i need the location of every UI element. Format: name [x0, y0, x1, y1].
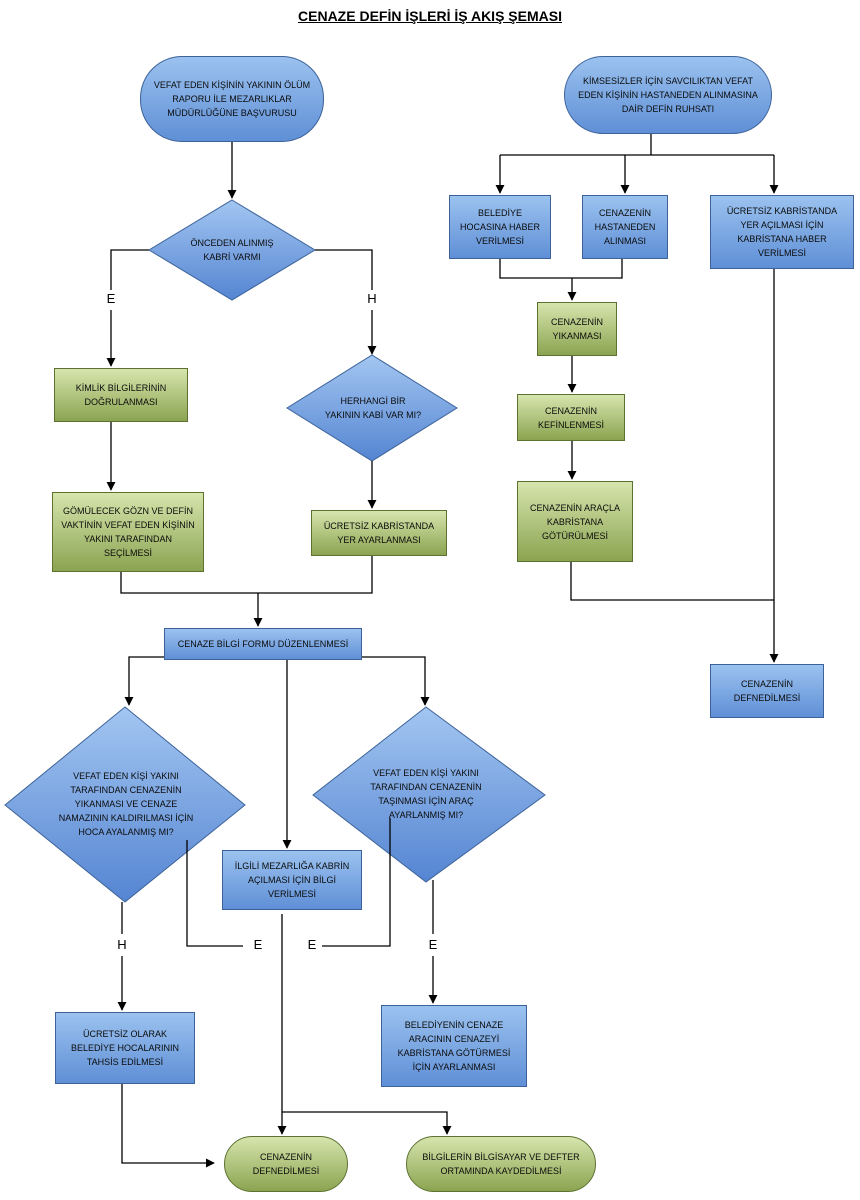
decision-wash-shape — [4, 706, 246, 903]
branch-yes-label: E — [106, 291, 116, 306]
decision-wash-text: VEFAT EDEN KİŞİ YAKINI TARAFINDAN CENAZE… — [58, 771, 194, 837]
branch-yes-label-2: E — [253, 937, 263, 952]
branch-no-label: H — [367, 291, 377, 306]
end-records: BİLGİLERİN BİLGİSAYAR VE DEFTER ORTAMIND… — [406, 1136, 596, 1192]
decision-grave-text: ÖNCEDEN ALINMIŞ KABRİ VARMI — [190, 238, 274, 262]
buried-right-box: CENAZENİN DEFNEDİLMESİ — [710, 664, 824, 718]
free-hoca-box: ÜCRETSİZ OLARAK BELEDİYE HOCALARININ TAH… — [55, 1012, 195, 1084]
branch-yes-label-3: E — [307, 937, 317, 952]
start-unclaimed: KİMSESİZLER İÇİN SAVCILIKTAN VEFAT EDEN … — [564, 56, 772, 134]
branch-no-label-2: H — [117, 937, 127, 952]
transport-box: CENAZENİN ARAÇLA KABRİSTANA GÖTÜRÜLMESİ — [517, 481, 633, 562]
washing-box: CENAZENİN YIKANMASI — [537, 302, 617, 356]
page-title: CENAZE DEFİN İŞLERİ İŞ AKIŞ ŞEMASI — [298, 8, 562, 24]
decision-vehicle-shape — [312, 706, 546, 883]
cemetery-inform-box: İLGİLİ MEZARLIĞA KABRİN AÇILMASI İÇİN Bİ… — [222, 850, 362, 910]
info-form-box: CENAZE BİLGİ FORMU DÜZENLENMESİ — [164, 628, 362, 660]
hospital-pickup-box: CENAZENİN HASTANEDEN ALINMASI — [582, 195, 668, 259]
notify-cemetery-box: ÜCRETSİZ KABRİSTANDA YER AÇILMASI İÇİN K… — [710, 195, 854, 269]
end-buried-left: CENAZENİN DEFNEDİLMESİ — [224, 1136, 348, 1192]
municipal-vehicle-box: BELEDİYENİN CENAZE ARACININ CENAZEYİ KAB… — [381, 1005, 527, 1087]
decision-grave-shape — [148, 199, 316, 301]
burial-selection-box: GÖMÜLECEK GÖZN VE DEFİN VAKTİNİN VEFAT E… — [52, 492, 204, 572]
free-place-box: ÜCRETSİZ KABRİSTANDA YER AYARLANMASI — [311, 510, 447, 556]
shrouding-box: CENAZENİN KEFİNLENMESİ — [517, 394, 625, 441]
start-application: VEFAT EDEN KİŞİNİN YAKININ ÖLÜM RAPORU İ… — [140, 56, 324, 142]
branch-yes-label-4: E — [428, 937, 438, 952]
decision-relative-text: HERHANGİ BİR YAKININ KABİ VAR MI? — [324, 396, 422, 420]
notify-hoca-box: BELEDİYE HOCASINA HABER VERİLMESİ — [449, 195, 551, 259]
decision-vehicle-text: VEFAT EDEN KİŞİ YAKINI TARAFINDAN CENAZE… — [370, 768, 482, 820]
identity-check-box: KİMLİK BİLGİLERİNİN DOĞRULANMASI — [54, 368, 188, 422]
